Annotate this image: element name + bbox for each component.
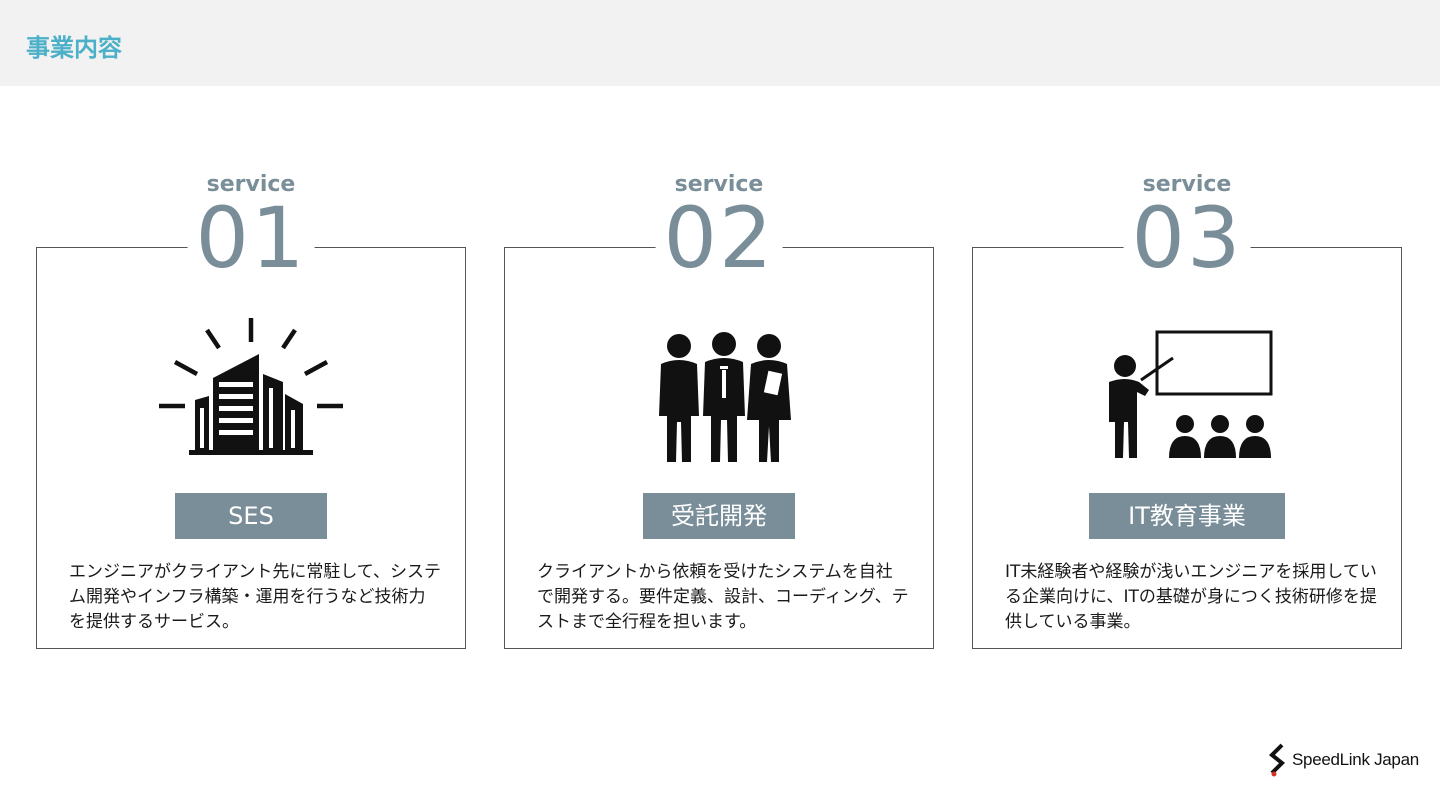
logo-text: SpeedLink Japan: [1292, 750, 1419, 769]
service-label: service: [674, 172, 764, 197]
service-heading: service 02: [655, 172, 783, 287]
service-card-1: service 01 SES: [36, 172, 466, 649]
service-label: service: [1142, 172, 1232, 197]
service-label: service: [206, 172, 296, 197]
team-icon: [659, 332, 791, 462]
service-heading: service 01: [187, 172, 315, 287]
header-bar: 事業内容: [0, 0, 1440, 86]
teacher-class-icon: [1109, 330, 1273, 458]
page-title: 事業内容: [26, 34, 122, 62]
building-icon: [159, 318, 343, 455]
service-card-3: service 03 IT教育事業 IT未経験者や経験が浅いエンジニアを採用して…: [972, 172, 1402, 649]
company-logo: SpeedLink Japan: [1268, 742, 1419, 778]
service-name-box: SES: [175, 493, 327, 539]
service-number: 01: [195, 189, 307, 287]
service-name-box: IT教育事業: [1089, 493, 1285, 539]
service-description: IT未経験者や経験が浅いエンジニアを採用している企業向けに、ITの基礎が身につく…: [1005, 562, 1377, 632]
service-description: エンジニアがクライアント先に常駐して、システム開発やインフラ構築・運用を行うなど…: [69, 562, 441, 632]
service-card-2: service 02 受託開発 クライアントから依頼を受けたシステムを自社で開発…: [504, 172, 934, 649]
service-heading: service 03: [1123, 172, 1251, 287]
speedlink-s-icon: [1269, 743, 1285, 777]
service-number: 03: [1131, 189, 1243, 287]
service-name-box: 受託開発: [643, 493, 795, 539]
service-number: 02: [663, 189, 775, 287]
service-description: クライアントから依頼を受けたシステムを自社で開発する。要件定義、設計、コーディン…: [537, 562, 909, 632]
